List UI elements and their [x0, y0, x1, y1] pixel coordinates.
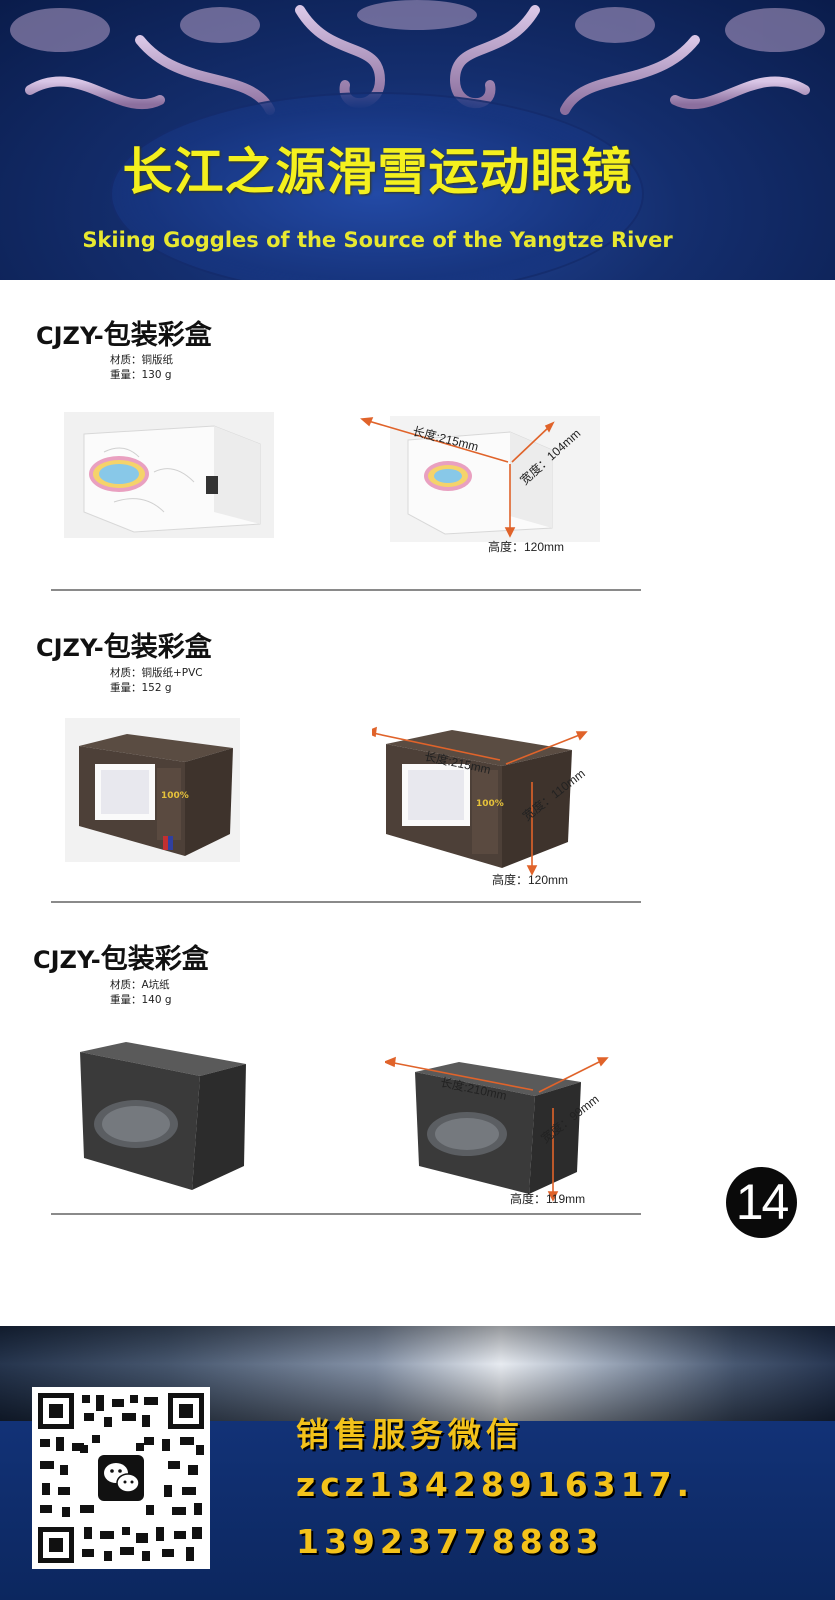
- section-name: 包装彩盒: [100, 944, 209, 975]
- spec-block-2: 材质：铜版纸+PVC 重量：152 g: [110, 666, 203, 696]
- section-code: CJZY-: [36, 634, 104, 662]
- section-name: 包装彩盒: [103, 320, 212, 351]
- weight-text: 重量：140 g: [110, 994, 172, 1006]
- section-title-1: CJZY-包装彩盒: [36, 313, 212, 352]
- section-divider: [51, 901, 641, 903]
- material-text: 材质：铜版纸+PVC: [110, 667, 203, 679]
- page-title: 长江之源滑雪运动眼镜: [122, 143, 633, 201]
- contact-heading: 销售服务微信: [296, 1415, 524, 1454]
- section-name: 包装彩盒: [103, 632, 212, 663]
- dimension-height-label: 高度：119mm: [510, 1192, 586, 1206]
- section-code: CJZY-: [36, 322, 104, 350]
- page-subtitle: Skiing Goggles of the Source of the Yang…: [82, 228, 673, 252]
- product-image-black-box: [80, 1042, 246, 1190]
- product-image-brown-window-box: 100%: [65, 718, 240, 862]
- material-text: 材质：A坑纸: [110, 979, 170, 991]
- dimension-height-label: 高度：120mm: [488, 540, 565, 554]
- qr-code-pattern: [32, 1387, 210, 1569]
- wechat-icon: [98, 1455, 144, 1501]
- dimension-height-label: 高度：120mm: [492, 873, 569, 887]
- section-title-3: CJZY-包装彩盒: [33, 937, 209, 976]
- svg-text:100%: 100%: [161, 791, 189, 801]
- product-dimension-brown-window-box: 100%: [372, 726, 588, 876]
- phone-number: 13923778883: [296, 1522, 604, 1561]
- qr-code-icon: [32, 1387, 210, 1569]
- product-dimension-white-box: [360, 416, 600, 542]
- material-text: 材质：铜版纸: [110, 354, 173, 366]
- svg-text:100%: 100%: [476, 799, 504, 809]
- product-image-white-box: [64, 412, 274, 538]
- product-dimension-black-box: [385, 1056, 609, 1202]
- section-code: CJZY-: [33, 946, 101, 974]
- header-banner: 长江之源滑雪运动眼镜 Skiing Goggles of the Source …: [0, 0, 835, 280]
- weight-text: 重量：152 g: [110, 682, 172, 694]
- section-divider: [51, 1213, 641, 1215]
- title-oval: [110, 92, 644, 280]
- section-title-2: CJZY-包装彩盒: [36, 625, 212, 664]
- spec-block-1: 材质：铜版纸 重量：130 g: [110, 353, 173, 383]
- wechat-id: zcz13428916317.: [296, 1465, 695, 1504]
- weight-text: 重量：130 g: [110, 369, 172, 381]
- section-divider: [51, 589, 641, 591]
- page-number-badge: 14: [726, 1167, 797, 1238]
- spec-block-3: 材质：A坑纸 重量：140 g: [110, 978, 172, 1008]
- ornament-decoration-icon: [10, 0, 825, 115]
